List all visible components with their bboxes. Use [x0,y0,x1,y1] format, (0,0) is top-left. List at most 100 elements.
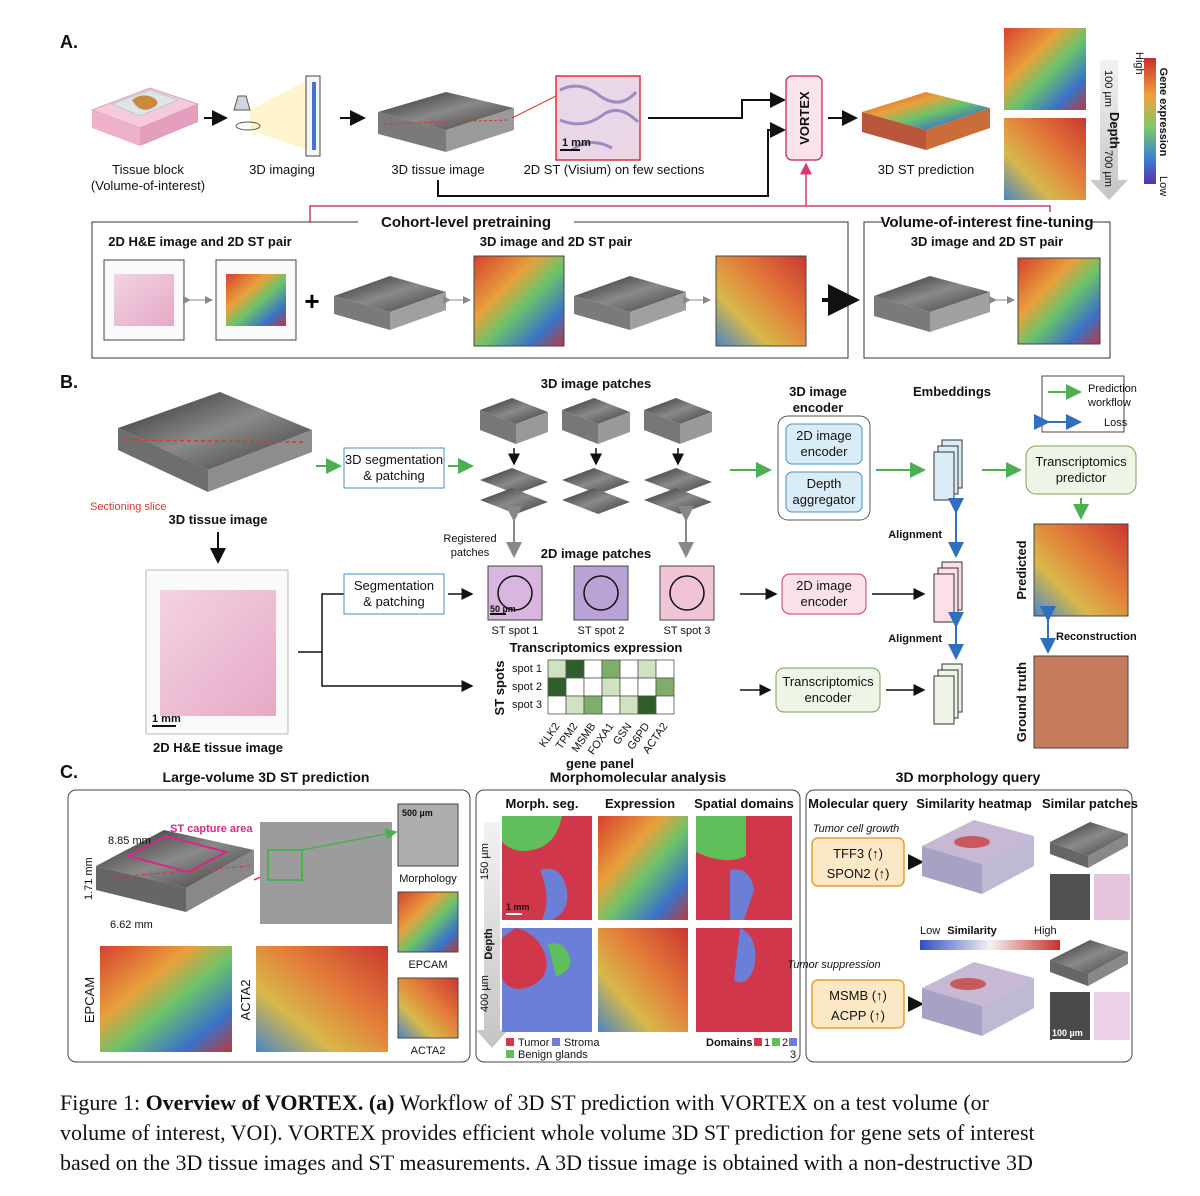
ground-truth-map [1033,655,1129,749]
st-sections-label: 2D ST (Visium) on few sections [524,162,705,177]
imaging-illustration [233,75,321,157]
spot1-label: ST spot 1 [492,625,539,637]
tissue-image-label: 3D tissue image [391,162,484,177]
predicted-label: Predicted [1014,540,1029,599]
domain1-label: 1 [764,1037,770,1049]
he-scale-label: 1 mm [152,713,181,725]
plus-sign: + [304,286,319,316]
depth-bottom-label: 700 µm [1102,150,1114,187]
caption-a-label: (a) [368,1090,395,1115]
scale-500: 500 µm [402,808,433,818]
caption-title: Overview of VORTEX [145,1090,358,1115]
caption-line-2: volume of interest, VOI). VORTEX provide… [60,1120,1035,1145]
slice-connector [511,95,557,119]
morph-seg-bottom [502,928,592,1032]
spatial-top-green [696,816,746,861]
matrix-cell [565,659,585,679]
similar-patch-bottom-he [1094,992,1130,1040]
matrix-cell [655,677,675,697]
matrix-cell [601,659,621,679]
tissue-3d-image [378,92,514,152]
domain1-swatch [754,1038,762,1046]
matrix-cell [583,695,603,715]
patch-3d-1 [480,398,548,514]
encoder3d-title-1: 3D image [789,384,847,399]
morph-seg-label: Morph. seg. [506,796,579,811]
similar-patch-bottom-cube [1050,940,1128,986]
voi-label: (Volume-of-interest) [91,178,205,193]
tissue-3d-large [118,392,312,492]
matrix-cell [637,677,657,697]
gene-expression-colorbar [1144,58,1156,184]
enc2d-pink-label-1: 2D image [796,578,852,593]
he-image-label: 2D H&E tissue image [153,740,283,755]
enc2d-label-1: 2D image [796,428,852,443]
figure-caption: Figure 1: Overview of VORTEX. (a) Workfl… [60,1088,1160,1178]
matrix-cell [583,659,603,679]
b-tissue-image-label: 3D tissue image [169,512,268,527]
imaging-label: 3D imaging [249,162,315,177]
domain2-label: 2 [782,1037,788,1049]
morph-seg-top [502,816,592,920]
similarity-colorbar [920,940,1060,950]
domain2-swatch [772,1038,780,1046]
colorbar-low: Low [1157,176,1169,196]
caption-line-3: based on the 3D tissue images and ST mea… [60,1150,1033,1175]
matrix-cell [637,659,657,679]
matrix-cell [655,659,675,679]
c-depth-arrow [476,822,508,1048]
similar-patch-top-gray [1050,874,1090,920]
large-volume-cube [96,830,254,912]
tp-box [1025,445,1137,495]
suppression-heatmap-cube [922,962,1034,1036]
similar-patch-top-cube [1050,822,1128,868]
legend-prediction-2: workflow [1087,397,1131,409]
matrix-cell [601,695,621,715]
legend-stroma-swatch [552,1038,560,1046]
matrix-cell [601,677,621,697]
spot3-label: ST spot 3 [664,625,711,637]
pretrain-cube-1 [334,276,446,330]
depth-agg-label-1: Depth [807,476,842,491]
gene-panel-label: gene panel [566,756,634,771]
matrix-cell [565,677,585,697]
spon2-label: SPON2 (↑) [827,866,890,881]
expression-matrix [547,659,675,715]
similar-patch-bottom-gray [1050,992,1090,1040]
matrix-cell [547,677,567,697]
legend-tumor-swatch [506,1038,514,1046]
depth-agg-box [785,471,863,513]
pretrain-cube-2 [574,276,686,330]
domain3-swatch [789,1038,797,1046]
morpho-box [475,789,801,1063]
domains-label: Domains [706,1037,752,1049]
patch-3d-2 [562,398,630,514]
seg3d-label-2: & patching [363,468,424,483]
grayscale-slice [260,822,392,924]
epcam-map-label: EPCAM [82,977,97,1023]
vortex-label: VORTEX [797,91,812,145]
query-box [805,789,1133,1063]
tissue-block-label: Tissue block [112,162,184,177]
legend-tumor: Tumor [518,1037,550,1049]
growth-label: Tumor cell growth [813,823,900,835]
matrix-cell [547,659,567,679]
legend-stroma: Stroma [564,1037,600,1049]
st-spot-1-image [487,565,543,621]
st-map-tissue [226,274,286,326]
morphology-label: Morphology [399,873,457,885]
depth-axis-label: Depth [1107,112,1122,149]
c-depth-150: 150 µm [479,843,491,880]
expression-bottom [598,928,688,1032]
section-label-a: A. [60,32,78,52]
sim-low: Low [920,925,940,937]
cohort-title: Cohort-level pretraining [381,214,551,231]
tp-label-1: Transcriptomics [1035,454,1127,469]
caption-line1-rest: Workflow of 3D ST prediction with VORTEX… [394,1090,989,1115]
he-pair-label: 2D H&E image and 2D ST pair [108,234,292,249]
c-scale-label: 1 mm [506,902,530,912]
tissue-block-illustration [90,87,200,146]
legend-loss: Loss [1104,417,1128,429]
mol-query-label: Molecular query [808,796,908,811]
matrix-cell [619,677,639,697]
